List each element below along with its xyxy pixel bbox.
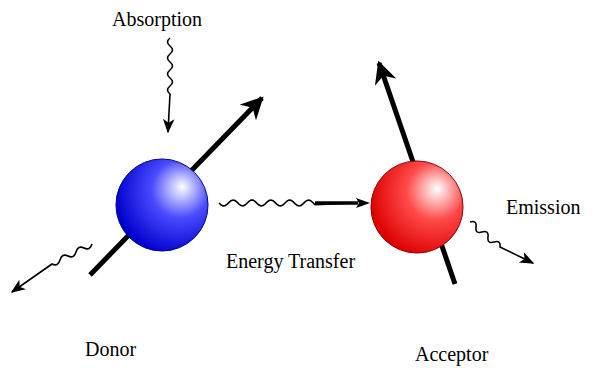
node-label: Donor	[85, 338, 136, 361]
wave-line	[219, 200, 358, 206]
sphere-node: Donor	[115, 158, 209, 252]
sphere-shape	[115, 158, 209, 252]
photon-wave	[12, 244, 92, 292]
sphere-node: Acceptor	[370, 160, 464, 254]
sphere-shape	[370, 160, 464, 254]
sphere-body	[116, 159, 208, 251]
node-label: Acceptor	[415, 343, 488, 366]
energy-transfer-arrow	[219, 198, 370, 208]
photon-wave	[470, 222, 533, 263]
free-label: Emission	[506, 196, 580, 219]
arrow-shaft	[315, 201, 358, 205]
photon-wave	[168, 38, 173, 132]
edge-label: Energy Transfer	[226, 250, 355, 273]
free-label: Absorption	[112, 8, 202, 31]
dipole-axis	[90, 98, 262, 275]
arrow-head	[356, 198, 370, 208]
sphere-body	[371, 161, 463, 253]
